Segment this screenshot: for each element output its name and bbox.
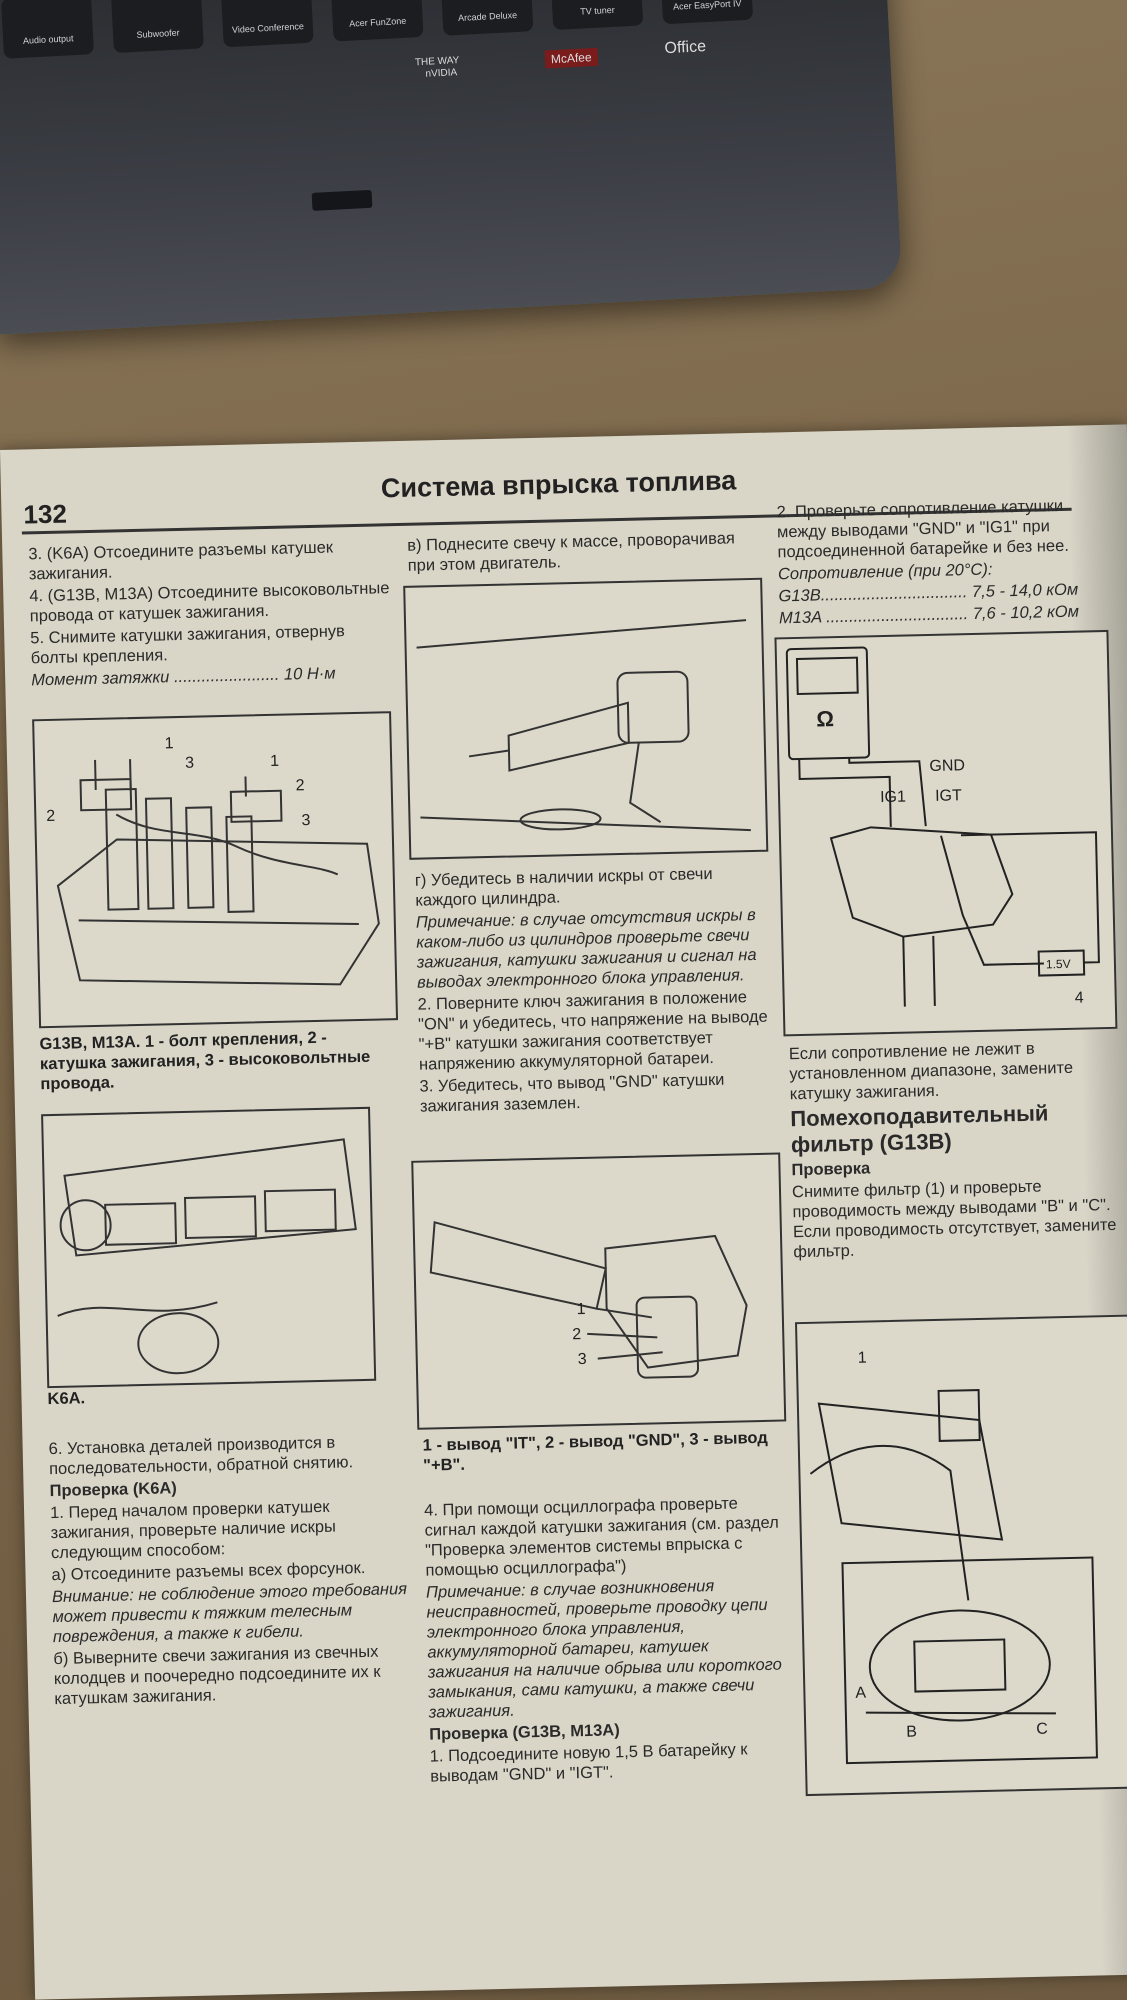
col1-step3: 3. (K6A) Отсоедините разъемы катушек заж… [28,538,334,584]
brand-nvidia: nVIDIA [425,67,458,80]
ohm-symbol: Ω [816,706,834,731]
column-3-mid: Если сопротивление не лежит в установлен… [789,1037,1124,1264]
col2-note2: Примечание: в случае возникновения неисп… [425,1577,783,1722]
figure-ignition-coils-k6a [41,1106,377,1389]
figure-noise-filter: 1 A B C [794,1314,1127,1797]
col1-step4: 4. (G13B, M13A) Отсоедините высоковольтн… [29,579,390,626]
coil-fig-caption: 1 - вывод "IT", 2 - вывод "GND", 3 - выв… [422,1428,768,1475]
figure-spark-plug-test [403,577,769,860]
col3-step2: 2. Проверьте сопротивление катушки между… [776,496,1070,562]
ohmmeter-diagram: Ω GND IG1 IGT 1.5V 4 [785,646,1100,1007]
col2-check1: 1. Подсоедините новую 1,5 В батарейку к … [429,1740,748,1786]
sticker-tv-tuner: TV tuner [550,0,644,31]
engine-diagram-1: 1 1 2 3 2 3 [46,735,380,986]
column-3-top: 2. Проверьте сопротивление катушки между… [776,495,1109,630]
page-title: Система впрыска топлива [380,465,737,504]
filter-diagram: 1 A B C [809,1350,1098,1765]
fig1-label-2a: 2 [46,808,55,825]
figure-ohmmeter-test: Ω GND IG1 IGT 1.5V 4 [774,629,1118,1037]
col1-step6: 6. Установка деталей производится в посл… [48,1433,354,1479]
filter-label-1: 1 [858,1350,867,1367]
column-2-mid: г) Убедитесь в наличии искры от свечи ка… [415,863,776,1119]
column-1: 3. (K6A) Отсоедините разъемы катушек заж… [28,536,396,692]
col2-step4: 4. При помощи осциллографа проверьте сиг… [423,1494,779,1580]
fig1-label-2b: 2 [296,777,305,794]
col2-stepB: в) Поднесите свечу к массе, проворачивая… [407,529,736,575]
filter-label-a: A [855,1685,866,1702]
col3-after-fig: Если сопротивление не лежит в установлен… [788,1039,1074,1104]
engine-diagram-2 [57,1138,357,1375]
battery-label: 1.5V [1046,957,1071,972]
col2-step2: 2. Поверните ключ зажигания в положение … [417,988,768,1074]
col1-check1: 1. Перед началом проверки катушек зажига… [49,1497,337,1563]
spark-plug-diagram [416,619,751,832]
fig1-label-1b: 1 [270,753,279,770]
fig1-label-3b: 3 [301,812,310,829]
column-2-top: в) Поднесите свечу к массе, проворачивая… [407,528,763,578]
page-number: 132 [23,498,68,530]
fig2-caption: K6A. [47,1389,86,1409]
coil-label-2: 2 [572,1326,581,1343]
meter-label-4: 4 [1075,990,1084,1007]
manual-page: 132 Система впрыска топлива 3. (K6A) Отс… [0,424,1127,2000]
meter-label-ig1: IG1 [880,789,906,807]
laptop-keyboard-deck: Audio output Subwoofer Video Conference … [0,0,903,335]
brand-office: Office [664,38,707,58]
filter-label-c: C [1036,1721,1048,1738]
fig1-label-3a: 3 [185,755,194,772]
laptop-slot [311,189,373,211]
sticker-video-conference: Video Conference [220,0,314,48]
coil-label-1: 1 [576,1301,585,1318]
sticker-audio-output: Audio output [1,0,95,59]
column-2-lower: 4. При помощи осциллографа проверьте сиг… [424,1492,795,1788]
sticker-arcade-deluxe: Arcade Deluxe [440,0,534,36]
col3-check-text: Снимите фильтр (1) и проверьте проводимо… [791,1177,1117,1262]
col3-section-heading: Помехоподавительный фильтр (G13B) [790,1100,1049,1158]
col1-warning: Внимание: не соблюдение этого требования… [51,1580,408,1647]
col2-note1: Примечание: в случае отсутствия искры в … [415,905,757,992]
column-1-lower: 6. Установка деталей производится в посл… [48,1431,419,1711]
coil-label-3: 3 [578,1351,587,1368]
meter-label-gnd: GND [929,757,965,775]
sticker-easyport: Acer EasyPort IV [660,0,754,25]
coil-diagram: 1 2 3 [429,1221,748,1379]
fig1-label-1a: 1 [165,735,174,752]
sticker-funzone: Acer FunZone [330,0,424,42]
filter-label-b: B [906,1724,917,1741]
figure-coil-terminals: 1 2 3 [411,1152,787,1430]
col2-step3: 3. Убедитесь, что вывод "GND" катушки за… [419,1070,725,1116]
sticker-subwoofer: Subwoofer [110,0,204,54]
fig1-caption: G13B, M13A. 1 - болт крепления, 2 - кату… [39,1028,371,1094]
brand-mcafee: McAfee [544,47,599,69]
figure-ignition-coils-g13b: 1 1 2 3 2 3 [32,711,399,1029]
col1-step5: 5. Снимите катушки зажигания, отвернув б… [30,622,346,668]
col2-stepG: г) Убедитесь в наличии искры от свечи ка… [414,864,713,910]
meter-label-igt: IGT [935,787,962,805]
col1-check1b: б) Выверните свечи зажигания из свечных … [53,1642,381,1709]
